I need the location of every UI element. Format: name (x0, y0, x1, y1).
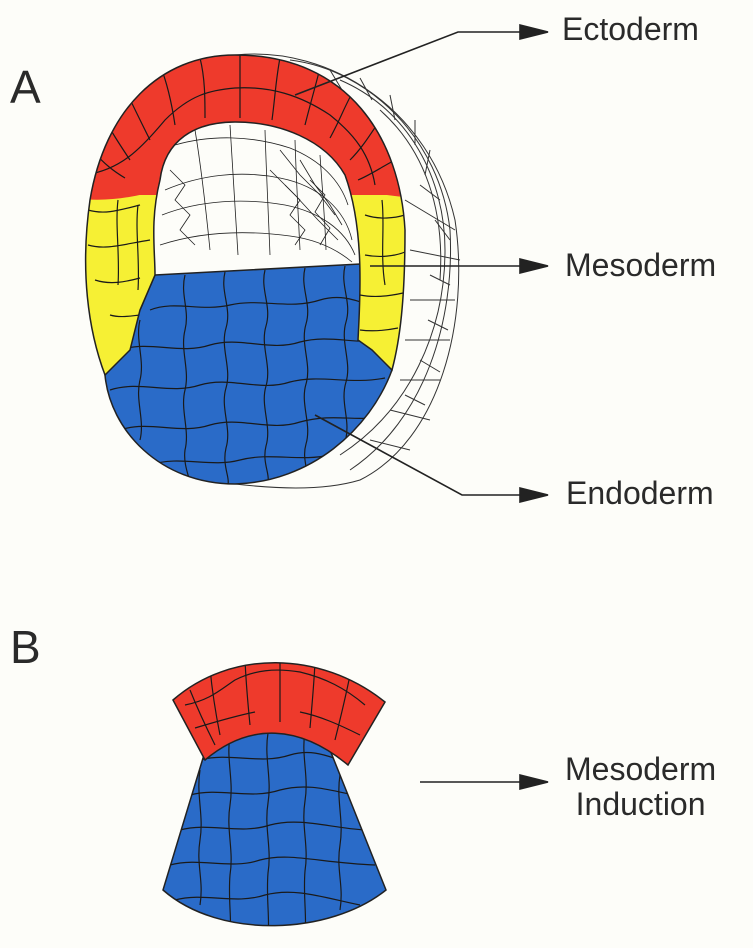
mesoderm-induction-label: Mesoderm Induction (565, 752, 716, 822)
induction-label-line2: Induction (565, 787, 716, 822)
ectoderm-label: Ectoderm (562, 12, 699, 47)
panel-a-label: A (10, 60, 41, 114)
induction-label-line1: Mesoderm (565, 752, 716, 787)
endoderm-mass (105, 264, 392, 484)
pointer-line-b (420, 775, 548, 789)
mesoderm-label: Mesoderm (565, 248, 716, 283)
panel-b-label: B (10, 620, 41, 674)
induction-arrowhead (520, 775, 548, 789)
ectoderm-arrowhead (520, 25, 548, 39)
endoderm-arrowhead (520, 488, 548, 502)
mesoderm-arrowhead (520, 259, 548, 273)
endoderm-label: Endoderm (566, 476, 714, 511)
